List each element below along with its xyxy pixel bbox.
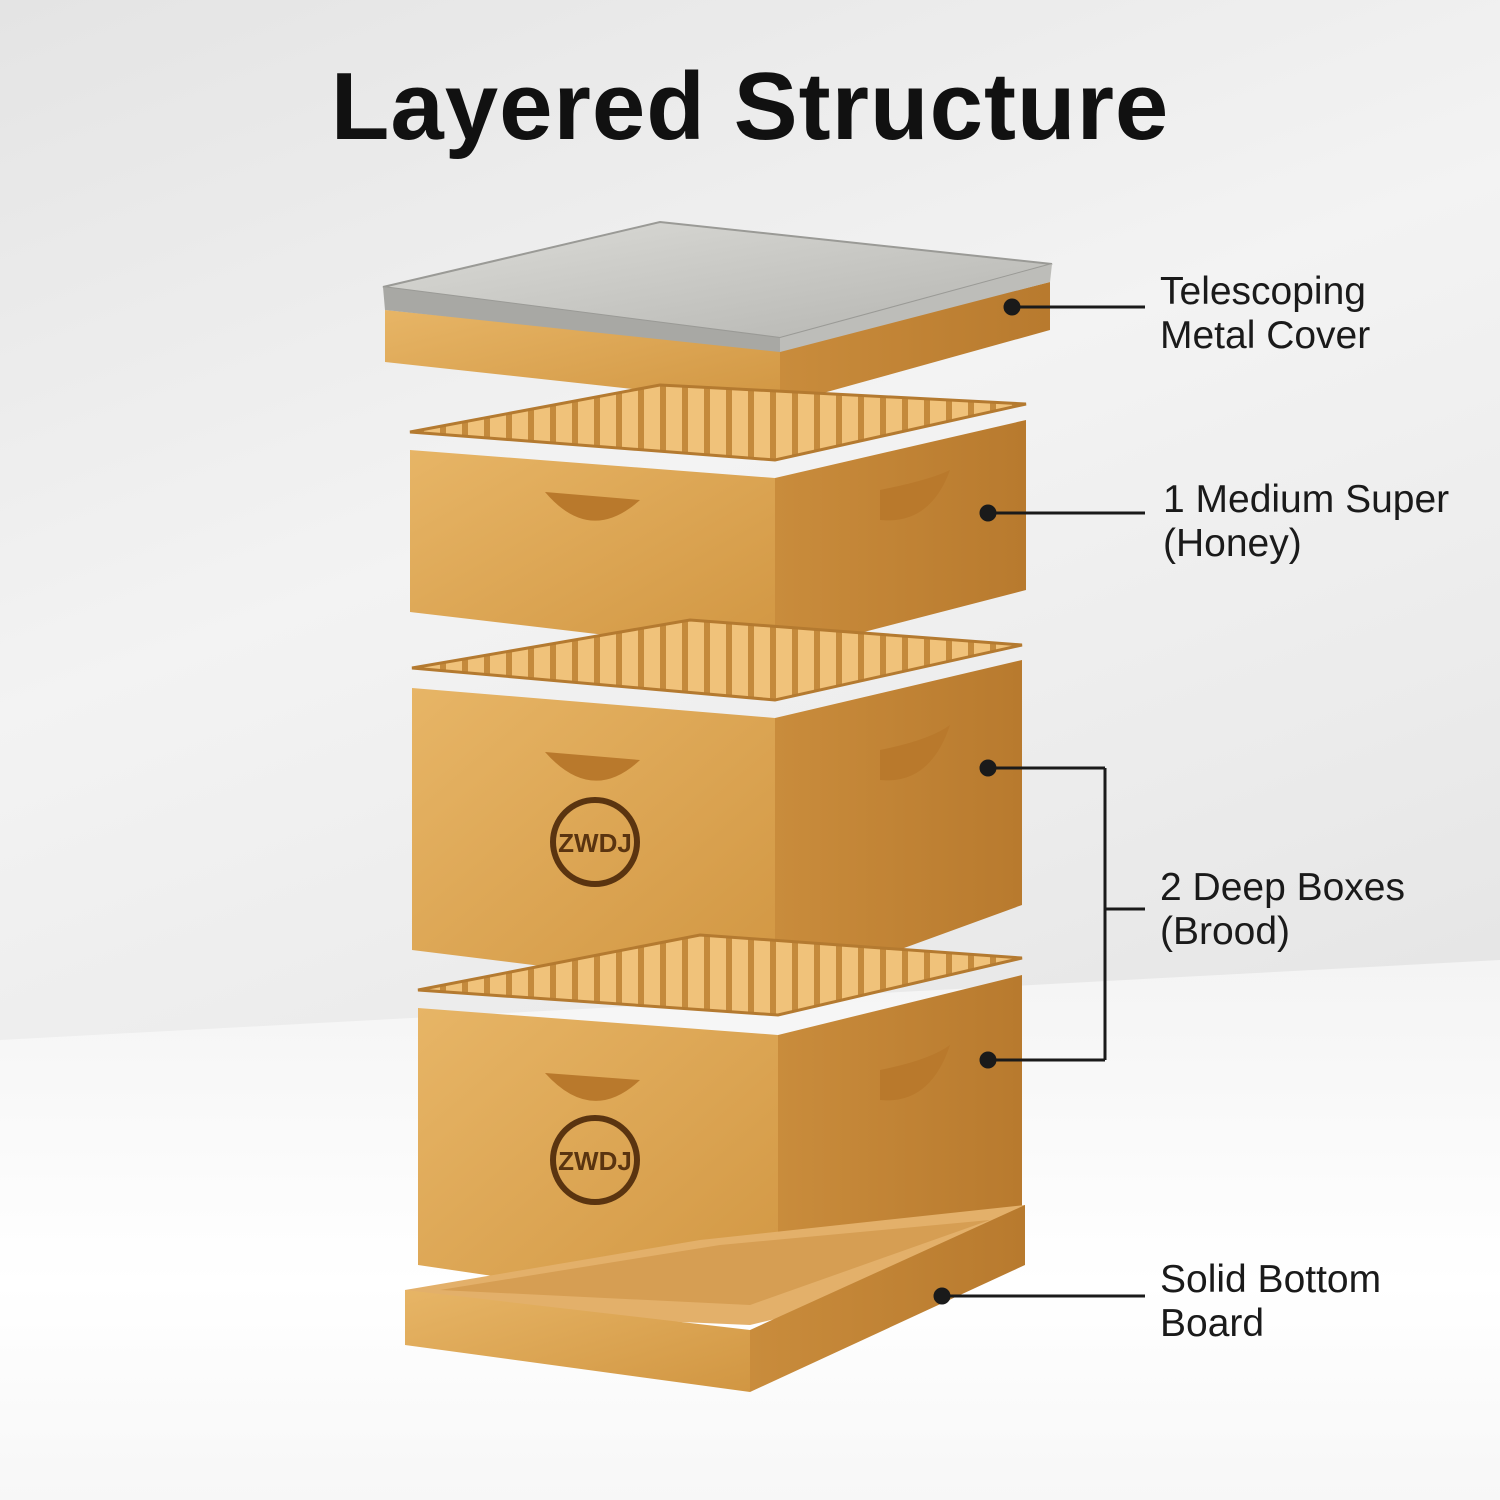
callout-lines bbox=[933, 298, 1145, 1305]
callout-label-cover: Telescoping Metal Cover bbox=[1160, 270, 1371, 357]
callout-label-deep: 2 Deep Boxes (Brood) bbox=[1160, 866, 1405, 953]
medium-super-box bbox=[409, 383, 1027, 655]
telescoping-metal-cover bbox=[382, 220, 1053, 405]
brand-logo-lower: ZWDJ bbox=[558, 1146, 632, 1176]
brand-logo-upper: ZWDJ bbox=[558, 828, 632, 858]
callout-label-super: 1 Medium Super (Honey) bbox=[1163, 478, 1450, 565]
callout-label-bottom: Solid Bottom Board bbox=[1160, 1258, 1382, 1345]
page-title: Layered Structure bbox=[330, 53, 1170, 160]
deep-box-upper bbox=[411, 618, 1023, 995]
solid-bottom-board bbox=[405, 1205, 1025, 1392]
